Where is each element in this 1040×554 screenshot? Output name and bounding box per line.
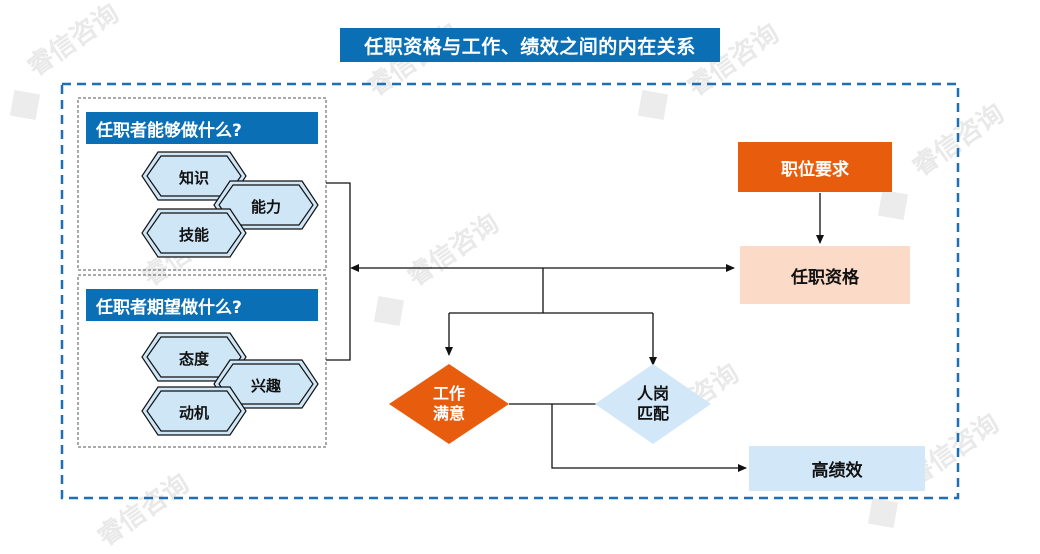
person-job-fit-label: 人岗 匹配 xyxy=(608,384,698,424)
hexagon-motivation-label: 动机 xyxy=(178,404,209,422)
diagram-shapes xyxy=(60,82,960,500)
ability-question-label: 任职者能够做什么? xyxy=(86,112,318,144)
hexagon-skill xyxy=(141,208,247,258)
diamond-job-satisfaction xyxy=(389,364,509,444)
person-job-fit-line1: 人岗 xyxy=(636,384,669,403)
hexagon-skill-label: 技能 xyxy=(178,226,209,244)
hexagon-motivation xyxy=(141,386,247,436)
qualification-box: 任职资格 xyxy=(740,246,910,304)
job-requirement-box: 职位要求 xyxy=(738,142,892,192)
arrow-to-high-performance xyxy=(551,404,747,472)
diamond-person-job-fit xyxy=(595,364,711,444)
hexagon-attitude-label: 态度 xyxy=(178,350,209,368)
willingness-question-label: 任职者期望做什么? xyxy=(86,289,318,321)
job-satisfaction-label: 工作 满意 xyxy=(404,384,494,424)
hexagon-ability xyxy=(213,180,319,230)
job-satisfaction-line2: 满意 xyxy=(432,404,465,423)
hexagon-interest xyxy=(213,359,319,409)
outer-dashed-frame xyxy=(60,82,960,500)
hexagon-knowledge-label: 知识 xyxy=(178,169,209,187)
page-title: 任职资格与工作、绩效之间的内在关系 xyxy=(340,28,720,62)
job-satisfaction-line1: 工作 xyxy=(432,384,465,403)
diagram-canvas: 睿信咨询 睿信咨询 睿信咨询 睿信咨询 睿信咨询 睿信咨询 睿信咨询 睿信咨询 … xyxy=(9,0,1010,553)
panel-bracket xyxy=(326,182,351,361)
person-job-fit-line2: 匹配 xyxy=(636,404,669,423)
hexagon-interest-label: 兴趣 xyxy=(250,377,281,395)
hexagon-ability-label: 能力 xyxy=(250,198,281,216)
high-performance-box: 高绩效 xyxy=(749,446,925,491)
